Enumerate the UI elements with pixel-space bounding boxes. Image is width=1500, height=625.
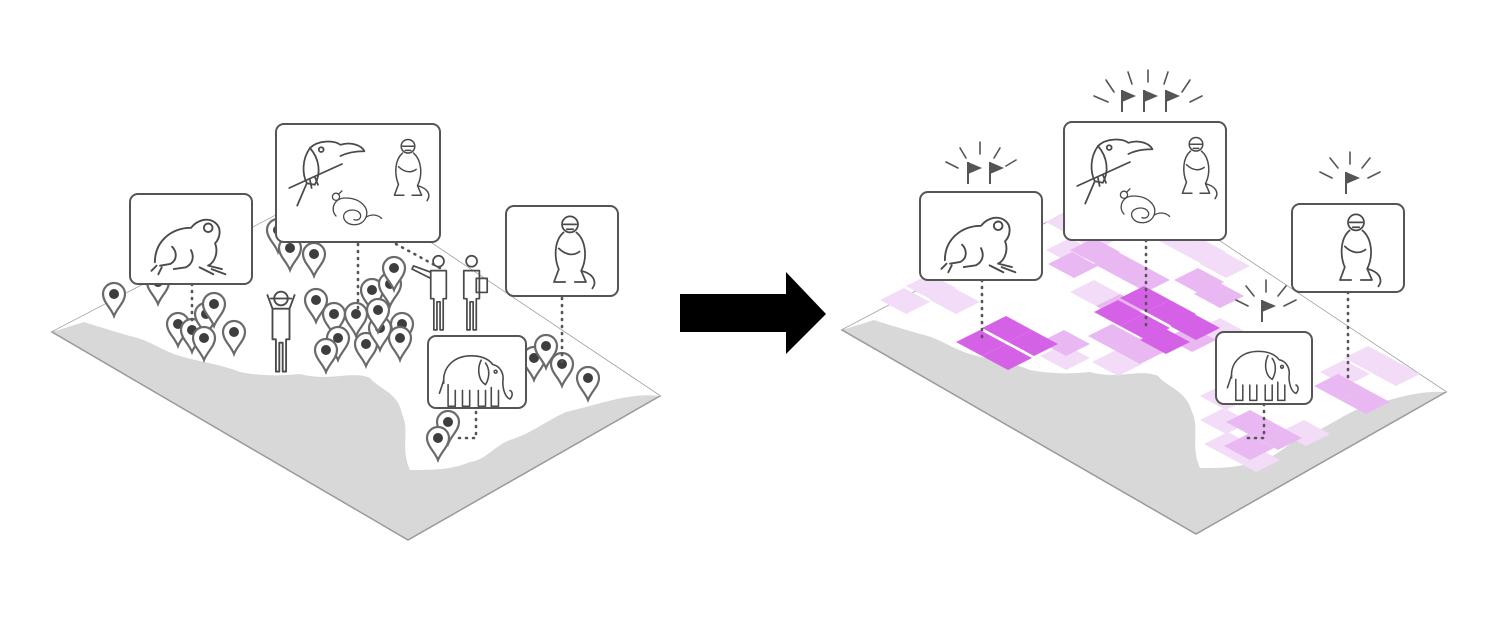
heat-cell-mid: [1120, 266, 1170, 292]
heat-cell-strong: [1008, 330, 1058, 356]
flag-group-rainforest: [1093, 69, 1203, 113]
flag-icon: [1165, 89, 1181, 113]
flag-icon: [1121, 89, 1137, 113]
heat-cell-mid: [1194, 282, 1244, 308]
heat-cell-strong: [1120, 286, 1170, 312]
heat-cell-mid: [1252, 424, 1302, 450]
flag-icon: [1143, 89, 1159, 113]
heat-cell-strong: [1170, 314, 1220, 340]
heat-cell-light: [1280, 420, 1330, 446]
heat-cell-strong: [1140, 328, 1190, 354]
heat-cell-light: [1344, 346, 1394, 372]
heat-cell-mid: [1224, 434, 1274, 460]
heat-cell-mid: [1340, 388, 1390, 414]
heat-cell-light: [1040, 344, 1090, 370]
right-arrow-icon: [680, 272, 826, 354]
heat-cell-mid: [1114, 338, 1164, 364]
left-card-monkey: [505, 205, 619, 297]
left-card-frog: [129, 193, 253, 285]
heat-cell-mid: [1226, 410, 1276, 436]
heat-cell-strong: [982, 316, 1032, 342]
right-card-frog: [919, 191, 1043, 281]
heat-cell-mid: [1166, 326, 1216, 352]
flag-icon: [1345, 171, 1361, 195]
heat-cell-light: [1092, 350, 1142, 376]
heat-cell-light: [1370, 360, 1420, 386]
heat-cell-mid: [1314, 374, 1364, 400]
heat-cell-light: [1200, 252, 1250, 278]
heat-cell-strong: [1094, 300, 1144, 326]
heat-cell-light: [1070, 280, 1120, 306]
heat-cell-light: [1046, 238, 1096, 264]
heat-cell-strong: [956, 330, 1006, 356]
flag-group-monkey: [1319, 151, 1381, 195]
flag-group-frog: [945, 141, 1017, 185]
flag-icon: [967, 161, 983, 185]
heat-cell-mid: [1048, 252, 1098, 278]
right-card-monkey: [1291, 203, 1405, 293]
right-card-rainforest: [1063, 121, 1227, 241]
flag-group-elephant: [1235, 279, 1297, 323]
flag-icon: [989, 161, 1005, 185]
right-card-elephant: [1215, 331, 1313, 405]
heat-cell-mid: [1094, 252, 1144, 278]
heat-cell-mid: [1040, 330, 1090, 356]
heat-cell-light: [1320, 360, 1370, 386]
heat-cell-light: [880, 288, 930, 314]
left-card-elephant: [427, 335, 527, 409]
heat-cell-strong: [982, 344, 1032, 370]
heat-cell-light: [930, 288, 980, 314]
left-card-rainforest: [275, 123, 441, 243]
heat-cell-mid: [1088, 324, 1138, 350]
